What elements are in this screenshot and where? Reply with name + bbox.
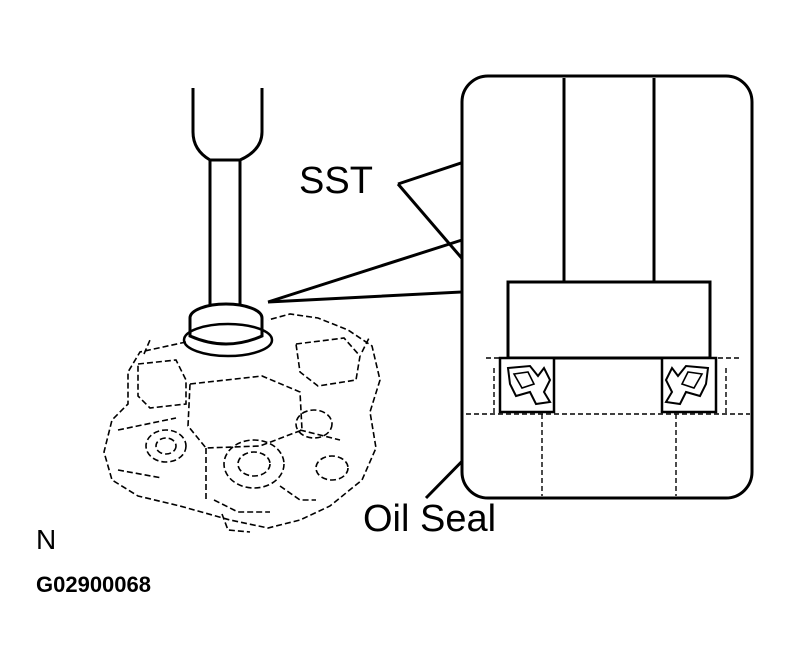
sst-label: SST: [299, 160, 373, 202]
sst-head-detail: [508, 282, 710, 358]
figure-code: G02900068: [36, 572, 151, 597]
view-marker: N: [36, 524, 57, 555]
sst-handle: [193, 88, 262, 160]
pump-housing: [104, 314, 380, 532]
detail-view: [462, 76, 752, 498]
sst-drift-tool: [184, 88, 272, 356]
sst-adapter-rim: [184, 324, 272, 356]
oil-seal-left-section: [500, 358, 554, 412]
sst-shaft: [210, 160, 240, 305]
detail-callout-leader: [268, 240, 462, 302]
sst-adapter-body: [190, 318, 262, 344]
oil-seal-label: Oil Seal: [363, 498, 497, 540]
oil-seal-right-section: [662, 358, 716, 412]
